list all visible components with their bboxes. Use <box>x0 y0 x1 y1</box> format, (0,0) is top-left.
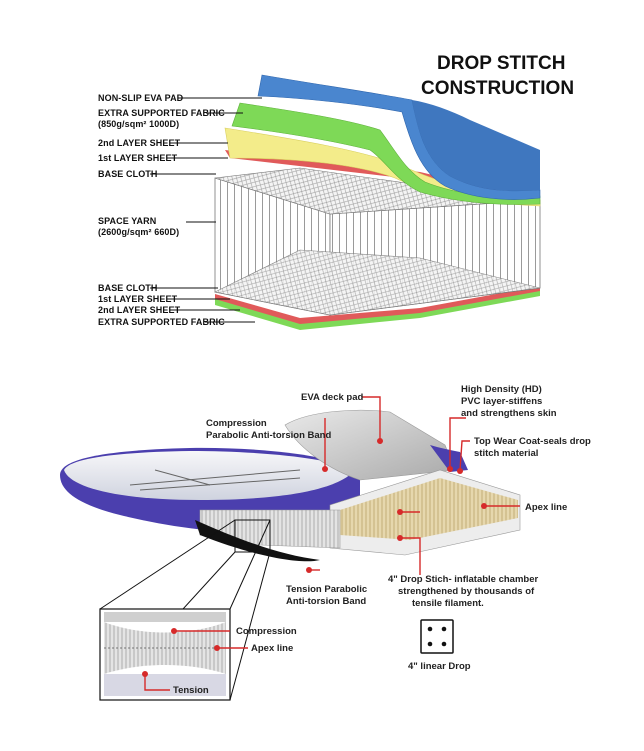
label-extra-fabric-bottom: EXTRA SUPPORTED FABRIC <box>98 317 225 327</box>
board-rail-edge <box>430 445 468 472</box>
label-drop-1: 4" Drop Stich- inflatable chamber <box>388 574 539 585</box>
eva-deck-pad-peel <box>284 409 456 481</box>
label-tension-1: Tension Parabolic <box>286 584 367 595</box>
bottom-red-layer <box>215 286 540 324</box>
label-hd-2: PVC layer-stiffens <box>461 396 542 407</box>
label-base-cloth-top: BASE CLOTH <box>98 169 158 179</box>
tension-band <box>195 520 320 562</box>
label-inset-apex: Apex line <box>251 643 293 654</box>
label-eva-pad: NON-SLIP EVA PAD <box>98 93 184 103</box>
label-base-cloth-bottom: BASE CLOTH <box>98 283 158 293</box>
label-2nd-layer-top: 2nd LAYER SHEET <box>98 138 181 148</box>
label-extra-fabric-spec: (850g/sqm² 1000D) <box>98 119 179 129</box>
inset-top-skin <box>104 612 226 622</box>
label-compression-2: Parabolic Anti-torsion Band <box>206 430 331 441</box>
top-leaders <box>150 97 262 323</box>
eva-pad-layer <box>257 74 541 200</box>
eva-pad-top-surface <box>412 100 540 191</box>
label-2nd-layer-bottom: 2nd LAYER SHEET <box>98 305 181 315</box>
label-inset-tension: Tension <box>173 685 209 696</box>
label-compression-1: Compression <box>206 418 267 429</box>
inset-bottom-skin <box>104 674 226 696</box>
bungee-cord <box>129 469 301 491</box>
label-hd-3: and strengthens skin <box>461 408 557 419</box>
core-tan-fibers <box>340 478 518 540</box>
label-1st-layer-top: 1st LAYER SHEET <box>98 153 178 163</box>
title-line1: DROP STITCH <box>437 53 565 74</box>
label-hd-1: High Density (HD) <box>461 384 542 395</box>
label-apex-line: Apex line <box>525 502 567 513</box>
dot-die-icon <box>420 619 454 654</box>
label-tension-2: Anti-torsion Band <box>286 596 366 607</box>
label-topwear-2: stitch material <box>474 448 538 459</box>
bottom-mesh <box>214 249 541 316</box>
dot-die-pips <box>427 626 447 647</box>
bottom-green-layer <box>215 290 540 330</box>
board-deck <box>64 451 355 500</box>
title-line2: CONSTRUCTION <box>421 78 574 99</box>
label-eva-deck: EVA deck pad <box>301 392 363 403</box>
inset-connector <box>99 519 271 701</box>
leader-dots <box>142 438 487 677</box>
label-linear-drop: 4" linear Drop <box>408 661 471 672</box>
red-sheet <box>225 150 540 205</box>
label-1st-layer-bottom: 1st LAYER SHEET <box>98 294 178 304</box>
label-drop-3: tensile filament. <box>412 598 484 609</box>
label-drop-2: strengthened by thousands of <box>398 586 535 597</box>
label-space-yarn-spec: (2600g/sqm² 660D) <box>98 227 179 237</box>
label-space-yarn: SPACE YARN <box>98 216 156 226</box>
label-topwear-1: Top Wear Coat-seals drop <box>474 436 591 447</box>
green-sheet <box>231 102 541 205</box>
label-extra-fabric: EXTRA SUPPORTED FABRIC <box>98 108 225 118</box>
label-inset-compression: Compression <box>236 626 297 637</box>
